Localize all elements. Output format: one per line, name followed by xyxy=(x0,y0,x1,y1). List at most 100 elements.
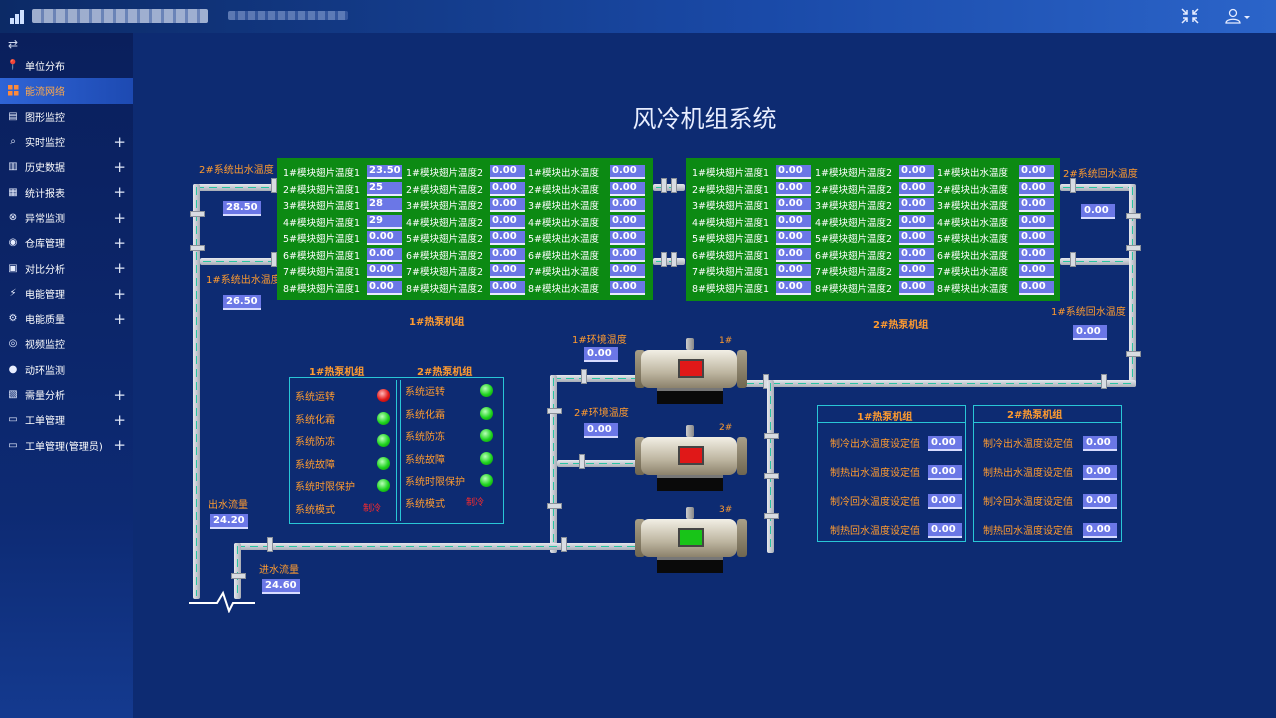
sensor-value: 0.00 xyxy=(899,264,934,278)
status-led-indicator xyxy=(480,451,493,465)
sidebar-item-realtime-monitor[interactable]: ⌕实时监控+ xyxy=(0,129,133,154)
sidebar-item-warehouse[interactable]: ◉仓库管理+ xyxy=(0,230,133,255)
setpoint-label: 制冷出水温度设定值 xyxy=(983,439,1073,450)
info-icon: ● xyxy=(8,363,18,375)
swap-icon[interactable]: ⇄ xyxy=(8,37,19,51)
sensor-label: 8#模块出水温度 xyxy=(528,283,600,295)
sidebar-item-env-monitor[interactable]: ●动环监测 xyxy=(0,357,133,382)
sensor-label: 5#模块翅片温度1 xyxy=(692,234,770,245)
heatpump1-label: 1#热泵机组 xyxy=(409,317,465,328)
unit-label: 2# xyxy=(719,423,733,433)
unit-end-cap xyxy=(737,350,747,388)
sensor-label: 4#模块翅片温度1 xyxy=(283,217,361,229)
heatpump-unit-3[interactable]: 3# xyxy=(633,505,753,577)
expand-plus-icon[interactable]: + xyxy=(113,234,126,253)
sidebar-item-video-monitor[interactable]: ◎视频监控 xyxy=(0,331,133,356)
expand-plus-icon[interactable]: + xyxy=(113,132,126,151)
expand-plus-icon[interactable]: + xyxy=(113,309,126,328)
expand-plus-icon[interactable]: + xyxy=(113,259,126,278)
setpoint-unit2-header: 2#热泵机组 xyxy=(1007,410,1063,421)
status-led-indicator xyxy=(377,411,390,425)
unit-base xyxy=(657,388,723,404)
expand-plus-icon[interactable]: + xyxy=(113,385,126,404)
heatpump-unit-2[interactable]: 2# xyxy=(633,423,753,495)
sys1-supply-value: 26.50 xyxy=(223,295,261,310)
flange xyxy=(581,369,587,384)
power-icon: ⚡ xyxy=(9,287,17,299)
pipe-sys2-supply xyxy=(193,184,273,191)
expand-plus-icon[interactable]: + xyxy=(113,158,126,177)
unit-valve xyxy=(686,338,694,350)
sensor-value: 0.00 xyxy=(490,181,525,196)
pin-icon: 📍 xyxy=(6,60,20,72)
sensor-label: 7#模块出水温度 xyxy=(528,267,600,278)
sensor-value: 0.00 xyxy=(899,198,934,212)
inflow-value: 24.60 xyxy=(262,579,300,594)
sidebar-item-label: 电能质量 xyxy=(25,315,65,327)
expand-plus-icon[interactable]: + xyxy=(113,208,126,227)
unit-valve xyxy=(686,425,694,437)
sidebar-item-work-orders-admin[interactable]: ▭工单管理(管理员)+ xyxy=(0,432,133,457)
sidebar-item-compare-analysis[interactable]: ▣对比分析+ xyxy=(0,255,133,280)
setpoint-label: 制热回水温度设定值 xyxy=(830,526,920,537)
pipe-unit2-inlet xyxy=(557,460,640,467)
sensor-label: 8#模块出水温度 xyxy=(937,283,1009,295)
expand-plus-icon[interactable]: + xyxy=(113,284,126,303)
sensor-value: 0.00 xyxy=(899,231,934,245)
alert-icon: ⊗ xyxy=(8,211,18,223)
expand-plus-icon[interactable]: + xyxy=(113,436,126,455)
sensor-value: 0.00 xyxy=(610,264,645,278)
sidebar-item-label: 视频监控 xyxy=(25,340,65,352)
sensor-label: 4#模块出水温度 xyxy=(528,217,600,229)
setpoint-label: 制热出水温度设定值 xyxy=(830,468,920,479)
sensor-label: 1#模块翅片温度1 xyxy=(283,168,361,179)
sidebar-item-demand-analysis[interactable]: ▧ 需量分析 + xyxy=(0,382,133,407)
expand-plus-icon[interactable]: + xyxy=(113,183,126,202)
sensor-value: 0.00 xyxy=(610,165,645,179)
status-led-indicator xyxy=(377,456,390,470)
sidebar-item-anomaly-detection[interactable]: ⊗异常监测+ xyxy=(0,205,133,230)
flange xyxy=(271,178,277,193)
pipe-units-left-vertical xyxy=(550,375,557,553)
expand-plus-icon[interactable]: + xyxy=(113,411,126,430)
system-mode-value: 制冷 xyxy=(466,498,485,508)
setpoint-unit1-header: 1#热泵机组 xyxy=(857,412,913,423)
sidebar-item-statistics-report[interactable]: ▦统计报表+ xyxy=(0,179,133,204)
env1-value: 0.00 xyxy=(584,347,618,362)
user-menu-icon[interactable] xyxy=(1225,8,1253,28)
sensor-label: 4#模块出水温度 xyxy=(937,217,1009,229)
sensor-value: 0.00 xyxy=(776,181,811,196)
sidebar-item-work-orders[interactable]: ▭工单管理+ xyxy=(0,407,133,432)
sidebar-menu: 📍单位分布 能流网络 ▤图形监控 ⌕实时监控+ ▥历史数据+ ▦统计报表+ ⊗异… xyxy=(0,53,133,458)
sidebar-item-label: 电能管理 xyxy=(25,289,65,301)
sidebar-item-unit-distribution[interactable]: 📍单位分布 xyxy=(0,53,133,78)
status-led-indicator xyxy=(377,389,390,402)
pipe-inlet-main xyxy=(234,543,640,550)
sidebar-item-label: 实时监控 xyxy=(25,138,65,150)
sensor-value: 0.00 xyxy=(490,198,525,212)
app-subtitle-redacted xyxy=(228,11,348,20)
sys1-return-label: 1#系统回水温度 xyxy=(1051,307,1126,318)
sensor-value: 0.00 xyxy=(610,181,645,196)
flange xyxy=(661,178,667,193)
grid-icon xyxy=(7,85,19,97)
sensor-label: 3#模块出水温度 xyxy=(528,201,600,212)
sensor-value: 0.00 xyxy=(776,280,811,295)
sidebar-item-energy-network[interactable]: 能流网络 xyxy=(0,78,133,104)
sidebar-item-power-quality[interactable]: ⚙电能质量+ xyxy=(0,306,133,331)
sensor-label: 1#模块翅片温度1 xyxy=(692,168,770,179)
sidebar-item-graphic-monitor[interactable]: ▤图形监控 xyxy=(0,104,133,129)
chart-icon: ▧ xyxy=(8,389,18,400)
flange xyxy=(671,252,677,267)
sidebar-item-power-management[interactable]: ⚡ 电能管理 + xyxy=(0,281,133,306)
sidebar-item-history-data[interactable]: ▥历史数据+ xyxy=(0,154,133,179)
status-label: 系统故障 xyxy=(405,454,445,466)
status-label: 系统防冻 xyxy=(295,437,335,448)
env2-value: 0.00 xyxy=(584,423,618,438)
heatpump-unit-1[interactable]: 1# xyxy=(633,336,753,408)
unit-status-indicator xyxy=(678,359,704,378)
flange xyxy=(1070,178,1076,193)
sensor-label: 4#模块翅片温度1 xyxy=(692,217,770,229)
sidebar-item-label: 需量分析 xyxy=(25,391,65,402)
collapse-icon[interactable] xyxy=(1181,8,1199,28)
